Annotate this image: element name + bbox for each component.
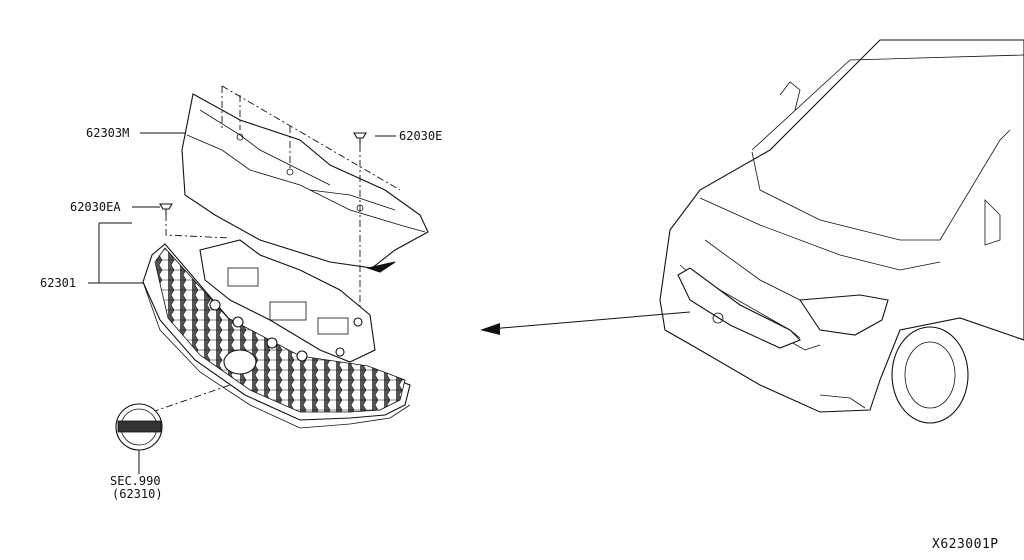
label-emblem-partno: (62310): [112, 487, 163, 501]
front-grille: [142, 239, 411, 429]
label-emblem-section: SEC.990: [110, 474, 161, 488]
diagram-code: X623001P: [932, 537, 999, 552]
label-clip-right: 62030E: [399, 129, 442, 143]
dash-leaders: [151, 85, 401, 413]
label-clip-left: 62030EA: [70, 200, 121, 214]
pointer-arrow: [480, 311, 691, 335]
label-upper-finisher: 62303M: [86, 126, 129, 140]
upper-finisher-panel: [181, 93, 429, 273]
label-grille: 62301: [40, 276, 76, 290]
emblem: [115, 403, 163, 474]
callout-leaders: [88, 132, 396, 284]
clip-62030e: [353, 132, 367, 146]
vehicle-illustration: [659, 39, 1024, 424]
clip-62030ea: [159, 203, 173, 216]
